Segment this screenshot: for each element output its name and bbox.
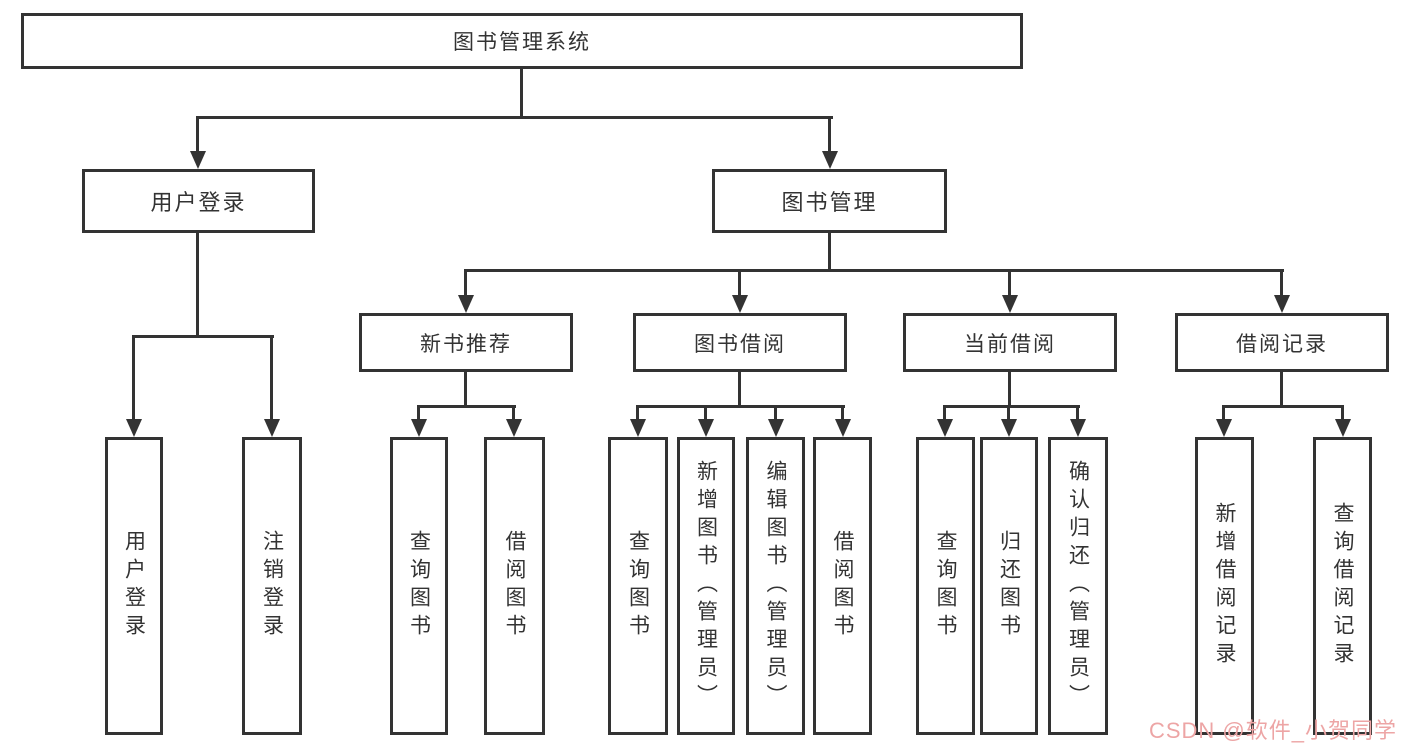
leaf-query-book-3-label: 查询图书: [934, 530, 958, 642]
node-book-borrow-label: 图书借阅: [694, 332, 786, 356]
connector-to-leaf-user-login: [132, 337, 135, 421]
leaf-query-book-1-label: 查询图书: [407, 530, 431, 642]
connector-to-leaf-logout: [270, 337, 273, 421]
node-borrow-records-label: 借阅记录: [1236, 332, 1328, 356]
connector-to-current-borrow: [1008, 271, 1011, 297]
leaf-query-book-2: 查询图书: [608, 437, 668, 735]
connector-new-book-recommend-stem: [464, 372, 467, 407]
arrowhead-leaf-borrow-book-1: [506, 419, 522, 437]
leaf-query-book-3: 查询图书: [916, 437, 975, 735]
connector-current-borrow-bar: [943, 405, 1080, 408]
arrowhead-leaf-add-book: [698, 419, 714, 437]
arrowhead-book-borrow: [732, 295, 748, 313]
leaf-edit-book-label: 编辑图书（管理员）: [764, 460, 788, 712]
connector-borrow-records-bar: [1222, 405, 1344, 408]
leaf-query-record-label: 查询借阅记录: [1331, 502, 1355, 670]
leaf-confirm-return: 确认归还（管理员）: [1048, 437, 1108, 735]
connector-to-borrow-records: [1280, 271, 1283, 297]
connector-book-borrow-bar: [636, 405, 845, 408]
connector-current-borrow-stem: [1008, 372, 1011, 407]
arrowhead-leaf-query-record: [1335, 419, 1351, 437]
connector-to-leaf-borrow-book-2: [841, 407, 844, 421]
leaf-borrow-book-2-label: 借阅图书: [831, 530, 855, 642]
arrowhead-leaf-confirm-return: [1070, 419, 1086, 437]
connector-to-leaf-add-book: [704, 407, 707, 421]
leaf-user-login: 用户登录: [105, 437, 163, 735]
leaf-add-book-label: 新增图书（管理员）: [694, 460, 718, 712]
arrowhead-new-book-recommend: [458, 295, 474, 313]
leaf-edit-book: 编辑图书（管理员）: [746, 437, 805, 735]
node-current-borrow-label: 当前借阅: [964, 332, 1056, 356]
node-user-login-label: 用户登录: [150, 190, 247, 215]
arrowhead-leaf-edit-book: [768, 419, 784, 437]
connector-to-leaf-query-book-1: [417, 407, 420, 421]
connector-to-leaf-borrow-book-1: [512, 407, 515, 421]
connector-borrow-records-stem: [1280, 372, 1283, 407]
connector-to-leaf-return-book: [1007, 407, 1010, 421]
connector-to-book-management: [828, 118, 831, 154]
watermark: CSDN @软件_小贺同学: [1148, 718, 1397, 743]
connector-root-bar: [196, 116, 833, 119]
connector-to-leaf-edit-book: [774, 407, 777, 421]
arrowhead-leaf-return-book: [1001, 419, 1017, 437]
connector-user-login-bar: [132, 335, 274, 338]
arrowhead-leaf-query-book-2: [630, 419, 646, 437]
node-root: 图书管理系统: [21, 13, 1023, 69]
connector-to-leaf-confirm-return: [1076, 407, 1079, 421]
connector-book-borrow-stem: [738, 372, 741, 407]
connector-to-book-borrow: [738, 271, 741, 297]
connector-book-management-stem: [828, 233, 831, 271]
leaf-logout-label: 注销登录: [260, 530, 284, 642]
node-borrow-records: 借阅记录: [1175, 313, 1389, 372]
arrowhead-leaf-add-record: [1216, 419, 1232, 437]
arrowhead-book-management: [822, 151, 838, 169]
leaf-add-record: 新增借阅记录: [1195, 437, 1254, 735]
connector-to-leaf-query-book-2: [636, 407, 639, 421]
connector-new-book-recommend-bar: [417, 405, 516, 408]
connector-to-leaf-query-book-3: [943, 407, 946, 421]
leaf-confirm-return-label: 确认归还（管理员）: [1066, 460, 1090, 712]
leaf-query-book-2-label: 查询图书: [626, 530, 650, 642]
arrowhead-leaf-borrow-book-2: [835, 419, 851, 437]
arrowhead-leaf-query-book-3: [937, 419, 953, 437]
leaf-borrow-book-2: 借阅图书: [813, 437, 872, 735]
connector-user-login-stem: [196, 233, 199, 337]
arrowhead-user-login: [190, 151, 206, 169]
leaf-logout: 注销登录: [242, 437, 302, 735]
leaf-borrow-book-1-label: 借阅图书: [503, 530, 527, 642]
node-new-book-recommend-label: 新书推荐: [420, 332, 512, 356]
leaf-query-book-1: 查询图书: [390, 437, 448, 735]
arrowhead-current-borrow: [1002, 295, 1018, 313]
node-user-login: 用户登录: [82, 169, 315, 233]
connector-to-leaf-add-record: [1222, 407, 1225, 421]
node-current-borrow: 当前借阅: [903, 313, 1117, 372]
node-book-borrow: 图书借阅: [633, 313, 847, 372]
node-book-management: 图书管理: [712, 169, 947, 233]
leaf-return-book-label: 归还图书: [997, 530, 1021, 642]
leaf-return-book: 归还图书: [980, 437, 1038, 735]
node-book-management-label: 图书管理: [781, 190, 878, 215]
connector-to-leaf-query-record: [1341, 407, 1344, 421]
node-root-label: 图书管理系统: [453, 31, 591, 54]
leaf-add-record-label: 新增借阅记录: [1213, 502, 1237, 670]
leaf-add-book: 新增图书（管理员）: [677, 437, 735, 735]
connector-book-management-bar: [464, 269, 1284, 272]
arrowhead-borrow-records: [1274, 295, 1290, 313]
arrowhead-leaf-logout: [264, 419, 280, 437]
connector-to-user-login: [196, 118, 199, 154]
leaf-borrow-book-1: 借阅图书: [484, 437, 545, 735]
connector-root-stem: [520, 69, 523, 118]
leaf-user-login-label: 用户登录: [122, 530, 146, 642]
node-new-book-recommend: 新书推荐: [359, 313, 573, 372]
arrowhead-leaf-user-login: [126, 419, 142, 437]
connector-to-new-book-recommend: [464, 271, 467, 297]
arrowhead-leaf-query-book-1: [411, 419, 427, 437]
leaf-query-record: 查询借阅记录: [1313, 437, 1372, 735]
